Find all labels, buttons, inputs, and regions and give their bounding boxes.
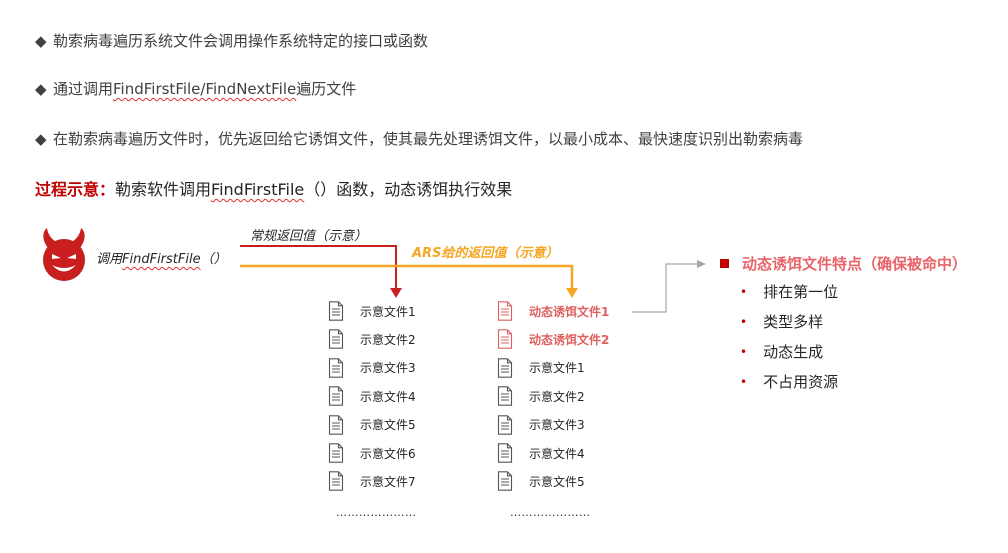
feature-title-text: 动态诱饵文件特点（确保被命中） — [742, 255, 968, 273]
ars-return-arrow — [240, 264, 574, 290]
file-name: 示意文件3 — [529, 418, 585, 433]
normal-file-item: 示意文件7 — [328, 470, 416, 492]
devil-icon — [43, 228, 85, 281]
normal-return-arrow — [240, 245, 397, 290]
diamond-bullet-icon: ◆ — [35, 130, 47, 148]
normal-return-arrowhead — [390, 288, 402, 298]
dot-bullet-icon: • — [740, 374, 748, 389]
file-name: 示意文件1 — [529, 361, 585, 376]
bullet-text-suffix: 遍历文件 — [296, 80, 357, 98]
call-code: FindFirstFile — [122, 252, 201, 267]
feature-connector-arrowhead — [697, 260, 706, 268]
document-icon — [497, 301, 513, 321]
file-name: 动态诱饵文件2 — [529, 332, 610, 347]
normal-file-item: 示意文件5 — [497, 470, 585, 492]
normal-file-item: 示意文件1 — [328, 300, 416, 322]
normal-file-item: 示意文件5 — [328, 414, 416, 436]
dot-bullet-icon: • — [740, 284, 748, 299]
document-icon — [497, 471, 513, 492]
bait-file-item: 动态诱饵文件1 — [497, 300, 609, 322]
feature-text: 排在第一位 — [763, 283, 839, 301]
feature-text: 类型多样 — [763, 313, 824, 331]
file-name: 示意文件5 — [360, 418, 416, 433]
ars-return-arrowhead — [566, 288, 578, 298]
feature-item: • 排在第一位 — [740, 281, 838, 302]
document-icon — [497, 443, 513, 463]
dot-bullet-icon: • — [740, 344, 748, 359]
feature-item: • 动态生成 — [740, 341, 823, 362]
normal-file-item: 示意文件3 — [328, 357, 416, 379]
process-code: FindFirstFile — [211, 180, 305, 199]
feature-connector-line — [632, 263, 698, 313]
document-icon — [328, 358, 344, 378]
call-label: 调用FindFirstFile（） — [96, 248, 227, 267]
feature-title: 动态诱饵文件特点（确保被命中） — [720, 253, 967, 274]
file-name: 示意文件6 — [360, 446, 416, 461]
process-suffix: （）函数，动态诱饵执行效果 — [304, 180, 513, 199]
normal-file-item: 示意文件4 — [497, 442, 585, 464]
left-more-dots: ………………… — [336, 506, 417, 519]
normal-file-item: 示意文件2 — [328, 328, 416, 350]
document-icon — [497, 358, 513, 378]
document-icon — [497, 329, 513, 350]
file-name: 示意文件2 — [360, 332, 416, 347]
document-icon — [328, 471, 344, 492]
normal-file-item: 示意文件6 — [328, 442, 416, 464]
feature-text: 不占用资源 — [763, 373, 839, 391]
normal-file-item: 示意文件1 — [497, 357, 585, 379]
normal-file-item: 示意文件3 — [497, 414, 585, 436]
right-more-dots: ………………… — [510, 506, 591, 519]
feature-item: • 类型多样 — [740, 311, 823, 332]
bullet-line-2: ◆ 通过调用FindFirstFile/FindNextFile遍历文件 — [35, 78, 356, 99]
square-bullet-icon — [720, 259, 729, 268]
file-name: 示意文件5 — [529, 474, 585, 489]
bullet-text-prefix: 通过调用 — [53, 80, 114, 98]
diamond-bullet-icon: ◆ — [35, 80, 47, 98]
file-name: 动态诱饵文件1 — [529, 304, 610, 319]
feature-text: 动态生成 — [763, 343, 824, 361]
bait-file-item: 动态诱饵文件2 — [497, 328, 609, 350]
bullet-text: 勒索病毒遍历系统文件会调用操作系统特定的接口或函数 — [53, 32, 429, 50]
file-name: 示意文件1 — [360, 304, 416, 319]
document-icon — [328, 301, 344, 321]
process-prefix: 勒索软件调用 — [115, 180, 212, 199]
bullet-code: FindFirstFile/FindNextFile — [113, 80, 297, 98]
document-icon — [328, 329, 344, 350]
diamond-bullet-icon: ◆ — [35, 32, 47, 50]
process-heading: 过程示意：勒索软件调用FindFirstFile（）函数，动态诱饵执行效果 — [35, 176, 512, 200]
process-label: 过程示意： — [35, 180, 116, 199]
dot-bullet-icon: • — [740, 314, 748, 329]
normal-file-item: 示意文件2 — [497, 385, 585, 407]
document-icon — [497, 414, 513, 435]
feature-item: • 不占用资源 — [740, 371, 838, 392]
file-name: 示意文件3 — [360, 361, 416, 376]
file-name: 示意文件4 — [529, 446, 585, 461]
bullet-text: 在勒索病毒遍历文件时，优先返回给它诱饵文件，使其最先处理诱饵文件，以最小成本、最… — [53, 130, 804, 148]
document-icon — [497, 386, 513, 406]
bullet-line-1: ◆ 勒索病毒遍历系统文件会调用操作系统特定的接口或函数 — [35, 30, 428, 51]
document-icon — [328, 443, 344, 463]
normal-return-label: 常规返回值（示意） — [250, 229, 368, 244]
document-icon — [328, 414, 344, 435]
document-icon — [328, 386, 344, 406]
bullet-line-3: ◆ 在勒索病毒遍历文件时，优先返回给它诱饵文件，使其最先处理诱饵文件，以最小成本、… — [35, 128, 803, 149]
file-name: 示意文件4 — [360, 389, 416, 404]
file-name: 示意文件7 — [360, 474, 416, 489]
file-name: 示意文件2 — [529, 389, 585, 404]
call-suffix: （） — [200, 252, 227, 267]
normal-file-item: 示意文件4 — [328, 385, 416, 407]
ars-return-label: ARS给的返回值（示意） — [412, 246, 559, 261]
call-prefix: 调用 — [96, 252, 123, 267]
